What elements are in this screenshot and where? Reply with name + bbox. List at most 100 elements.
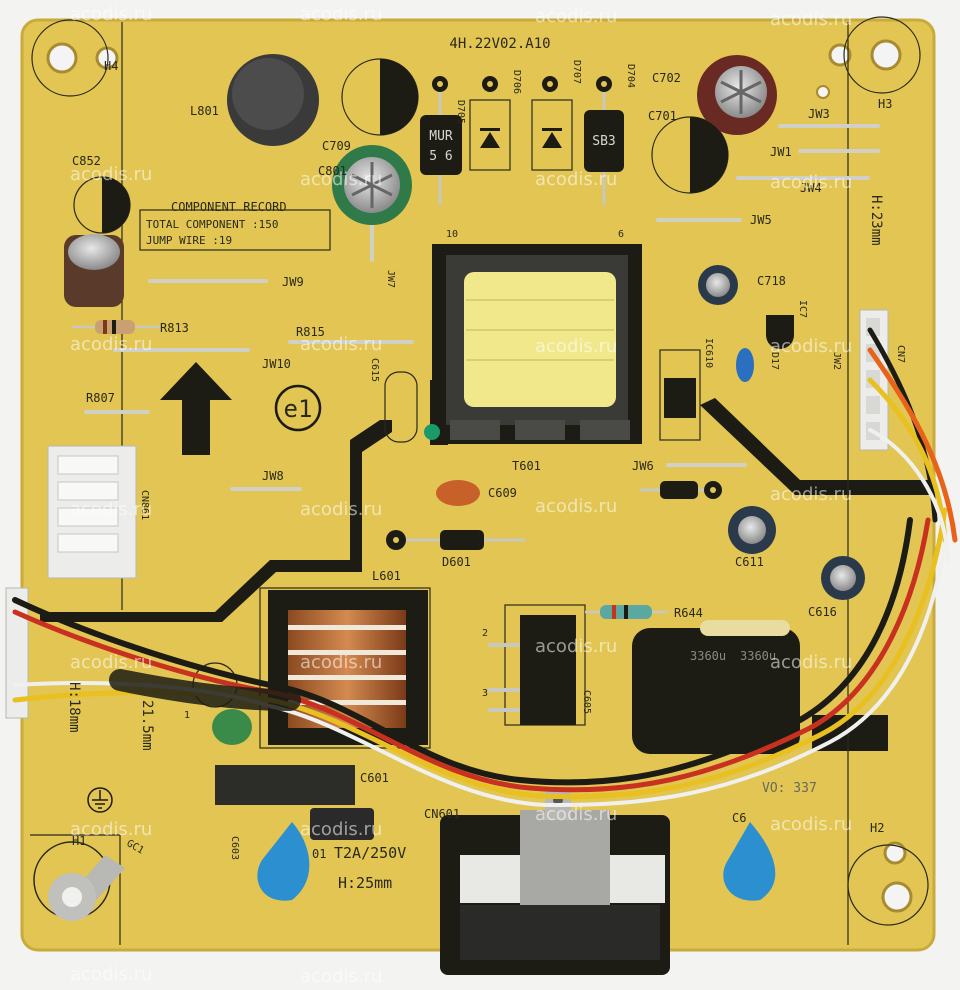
svg-text:JW9: JW9	[282, 275, 304, 289]
ac-inlet-cn601	[440, 790, 670, 975]
svg-text:acodis.ru: acodis.ru	[770, 336, 852, 357]
svg-text:10: 10	[446, 229, 458, 240]
fuse-rating: T2A/250V	[334, 844, 406, 862]
dim-21-5mm: 21.5mm	[139, 700, 155, 751]
component-record-total: TOTAL COMPONENT :150	[146, 218, 278, 231]
height-18mm: H:18mm	[66, 682, 82, 733]
capacitor-c718	[698, 265, 738, 305]
diode-d601	[398, 530, 525, 550]
svg-text:acodis.ru: acodis.ru	[535, 169, 617, 190]
svg-text:C605: C605	[581, 690, 592, 714]
capacitor-c609	[436, 480, 480, 506]
transformer-t601	[424, 244, 642, 444]
watermarks: acodis.ru acodis.ru acodis.ru acodis.ru …	[70, 4, 852, 987]
svg-text:JW1: JW1	[770, 145, 792, 159]
svg-text:D601: D601	[442, 555, 471, 569]
svg-text:acodis.ru: acodis.ru	[300, 4, 382, 25]
svg-text:D17: D17	[769, 352, 780, 370]
svg-text:IC610: IC610	[703, 338, 714, 368]
resistor-r644	[585, 605, 668, 619]
svg-text:acodis.ru: acodis.ru	[70, 334, 152, 355]
svg-text:SB3: SB3	[592, 134, 615, 149]
svg-text:C603: C603	[229, 836, 240, 860]
svg-text:L601: L601	[372, 569, 401, 583]
svg-text:L801: L801	[190, 104, 219, 118]
svg-text:JW3: JW3	[808, 107, 830, 121]
svg-text:JW6: JW6	[632, 459, 654, 473]
y-capacitor-right	[723, 822, 776, 901]
capacitor-c702	[697, 55, 777, 135]
svg-text:6: 6	[618, 229, 624, 240]
diode-d17	[736, 348, 754, 382]
svg-text:T601: T601	[512, 459, 541, 473]
svg-text:JW10: JW10	[262, 357, 291, 371]
component-record-title: COMPONENT RECORD	[171, 200, 287, 214]
svg-text:JW2: JW2	[831, 352, 842, 370]
svg-text:acodis.ru: acodis.ru	[300, 499, 382, 520]
capacitor-c611	[728, 506, 776, 554]
svg-text:JW8: JW8	[262, 469, 284, 483]
mounting-holes	[31, 16, 929, 926]
diode-jw6	[640, 481, 715, 499]
capacitor-c601-block	[310, 808, 374, 840]
optocoupler-ic610	[664, 378, 696, 418]
svg-text:D705: D705	[455, 100, 466, 124]
svg-text:D704: D704	[625, 64, 636, 88]
diode-d704: SB3	[584, 80, 624, 205]
svg-text:CN861: CN861	[139, 490, 150, 520]
svg-text:C801: C801	[318, 164, 347, 178]
svg-text:acodis.ru: acodis.ru	[770, 172, 852, 193]
svg-text:D707: D707	[571, 60, 582, 84]
svg-text:acodis.ru: acodis.ru	[770, 484, 852, 505]
direction-arrow	[160, 362, 232, 455]
svg-text:C852: C852	[72, 154, 101, 168]
fuse-prefix: 01	[312, 847, 326, 861]
svg-text:acodis.ru: acodis.ru	[300, 169, 382, 190]
ground-symbol	[87, 787, 113, 813]
bulk-capacitor: 3360u 3360u	[632, 620, 800, 754]
svg-text:3: 3	[482, 688, 488, 699]
svg-text:acodis.ru: acodis.ru	[535, 804, 617, 825]
svg-text:acodis.ru: acodis.ru	[70, 499, 152, 520]
svg-text:H4: H4	[104, 59, 118, 73]
svg-text:C615: C615	[369, 358, 380, 382]
e1-mark	[274, 384, 322, 432]
svg-text:CN601: CN601	[424, 807, 460, 821]
svg-text:acodis.ru: acodis.ru	[300, 819, 382, 840]
svg-text:acodis.ru: acodis.ru	[300, 652, 382, 673]
svg-text:D706: D706	[511, 70, 522, 94]
svg-text:IC7: IC7	[797, 300, 808, 318]
svg-text:acodis.ru: acodis.ru	[300, 966, 382, 987]
svg-text:acodis.ru: acodis.ru	[70, 4, 152, 25]
connector-cn861	[47, 445, 137, 579]
svg-text:1: 1	[184, 710, 190, 721]
svg-text:C718: C718	[757, 274, 786, 288]
svg-text:C709: C709	[322, 139, 351, 153]
svg-text:acodis.ru: acodis.ru	[70, 964, 152, 985]
svg-text:3360u: 3360u	[690, 649, 726, 663]
connector-cn7	[859, 309, 889, 451]
inductor-l801	[227, 54, 319, 146]
svg-text:2: 2	[482, 628, 488, 639]
regulator-ic7	[766, 315, 794, 349]
svg-text:C616: C616	[808, 605, 837, 619]
svg-text:R815: R815	[296, 325, 325, 339]
green-varistor	[212, 709, 252, 745]
svg-text:acodis.ru: acodis.ru	[70, 164, 152, 185]
capacitor-c616	[821, 556, 865, 600]
svg-text:C701: C701	[648, 109, 677, 123]
svg-text:acodis.ru: acodis.ru	[535, 636, 617, 657]
svg-text:R644: R644	[674, 606, 703, 620]
wire-harness	[12, 327, 958, 808]
jumper-wires	[84, 124, 880, 491]
svg-text:JW7: JW7	[385, 270, 396, 288]
svg-text:MUR: MUR	[429, 129, 453, 144]
svg-text:3360u: 3360u	[740, 649, 776, 663]
height-23mm: H:23mm	[868, 195, 884, 246]
svg-text:acodis.ru: acodis.ru	[535, 336, 617, 357]
svg-text:acodis.ru: acodis.ru	[300, 334, 382, 355]
svg-text:C702: C702	[652, 71, 681, 85]
svg-text:5 6: 5 6	[429, 149, 452, 164]
e1-text: e1	[284, 395, 313, 423]
